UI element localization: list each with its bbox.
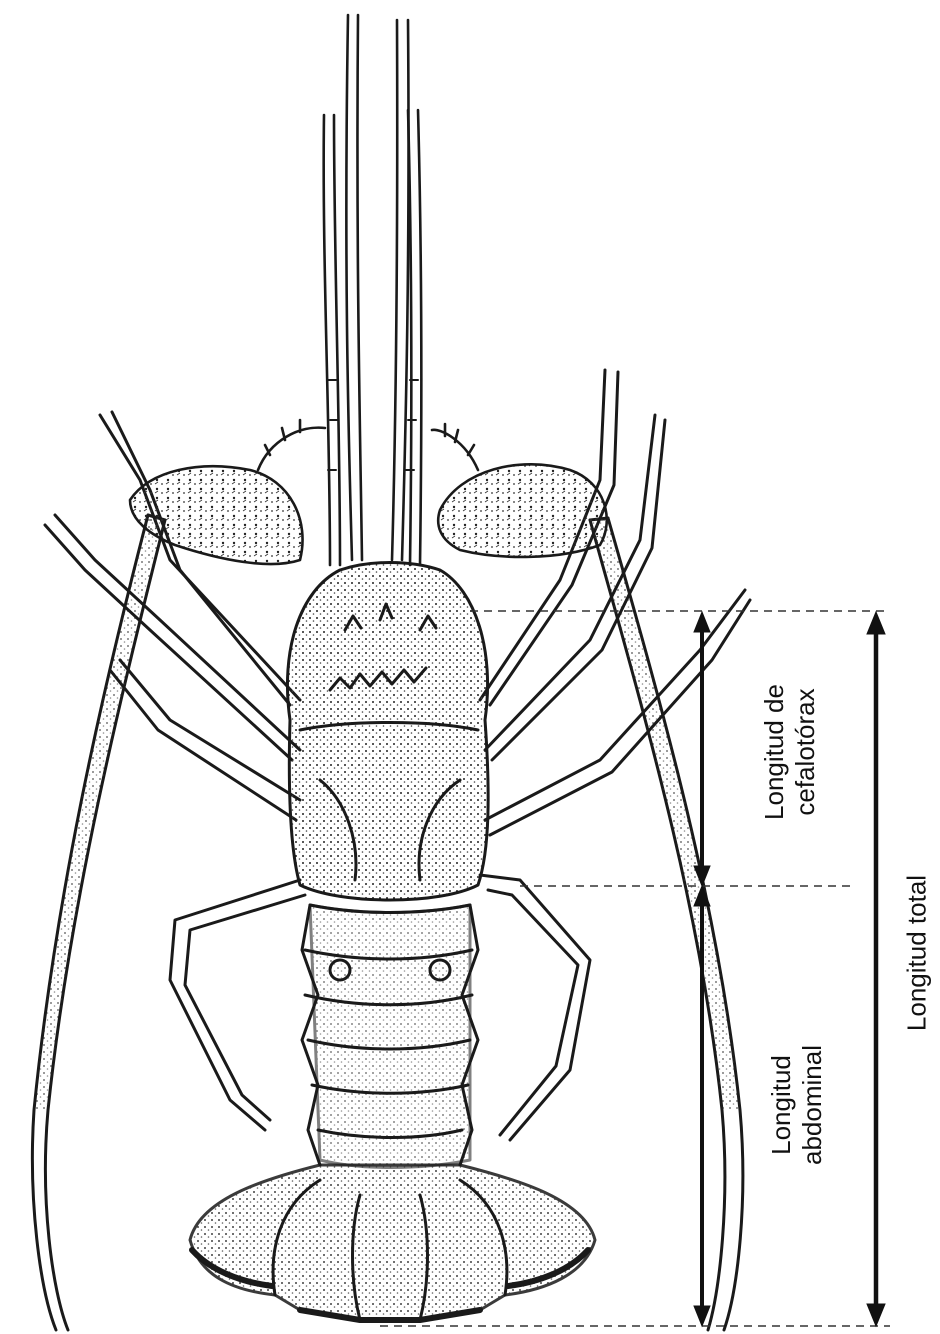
antennules bbox=[324, 15, 422, 565]
cephalothorax-length-label: Longitud de cefalotórax bbox=[759, 684, 821, 820]
abdominal-label-line2: abdominal bbox=[797, 1045, 828, 1165]
abdominal-length-label: Longitud abdominal bbox=[766, 1045, 828, 1165]
lobster-illustration-icon bbox=[32, 15, 750, 1330]
total-length-arrow bbox=[867, 612, 885, 1326]
tail-fan bbox=[190, 1165, 595, 1320]
abdominal-label-line1: Longitud bbox=[766, 1045, 797, 1165]
abdomen bbox=[302, 905, 478, 1168]
total-length-label: Longitud total bbox=[902, 875, 933, 1031]
cephalothorax-label-line2: cefalotórax bbox=[790, 684, 821, 820]
total-label-text: Longitud total bbox=[902, 875, 933, 1031]
cephalothorax-label-line1: Longitud de bbox=[759, 684, 790, 820]
carapace bbox=[287, 563, 488, 901]
antenna-bases bbox=[130, 420, 607, 564]
